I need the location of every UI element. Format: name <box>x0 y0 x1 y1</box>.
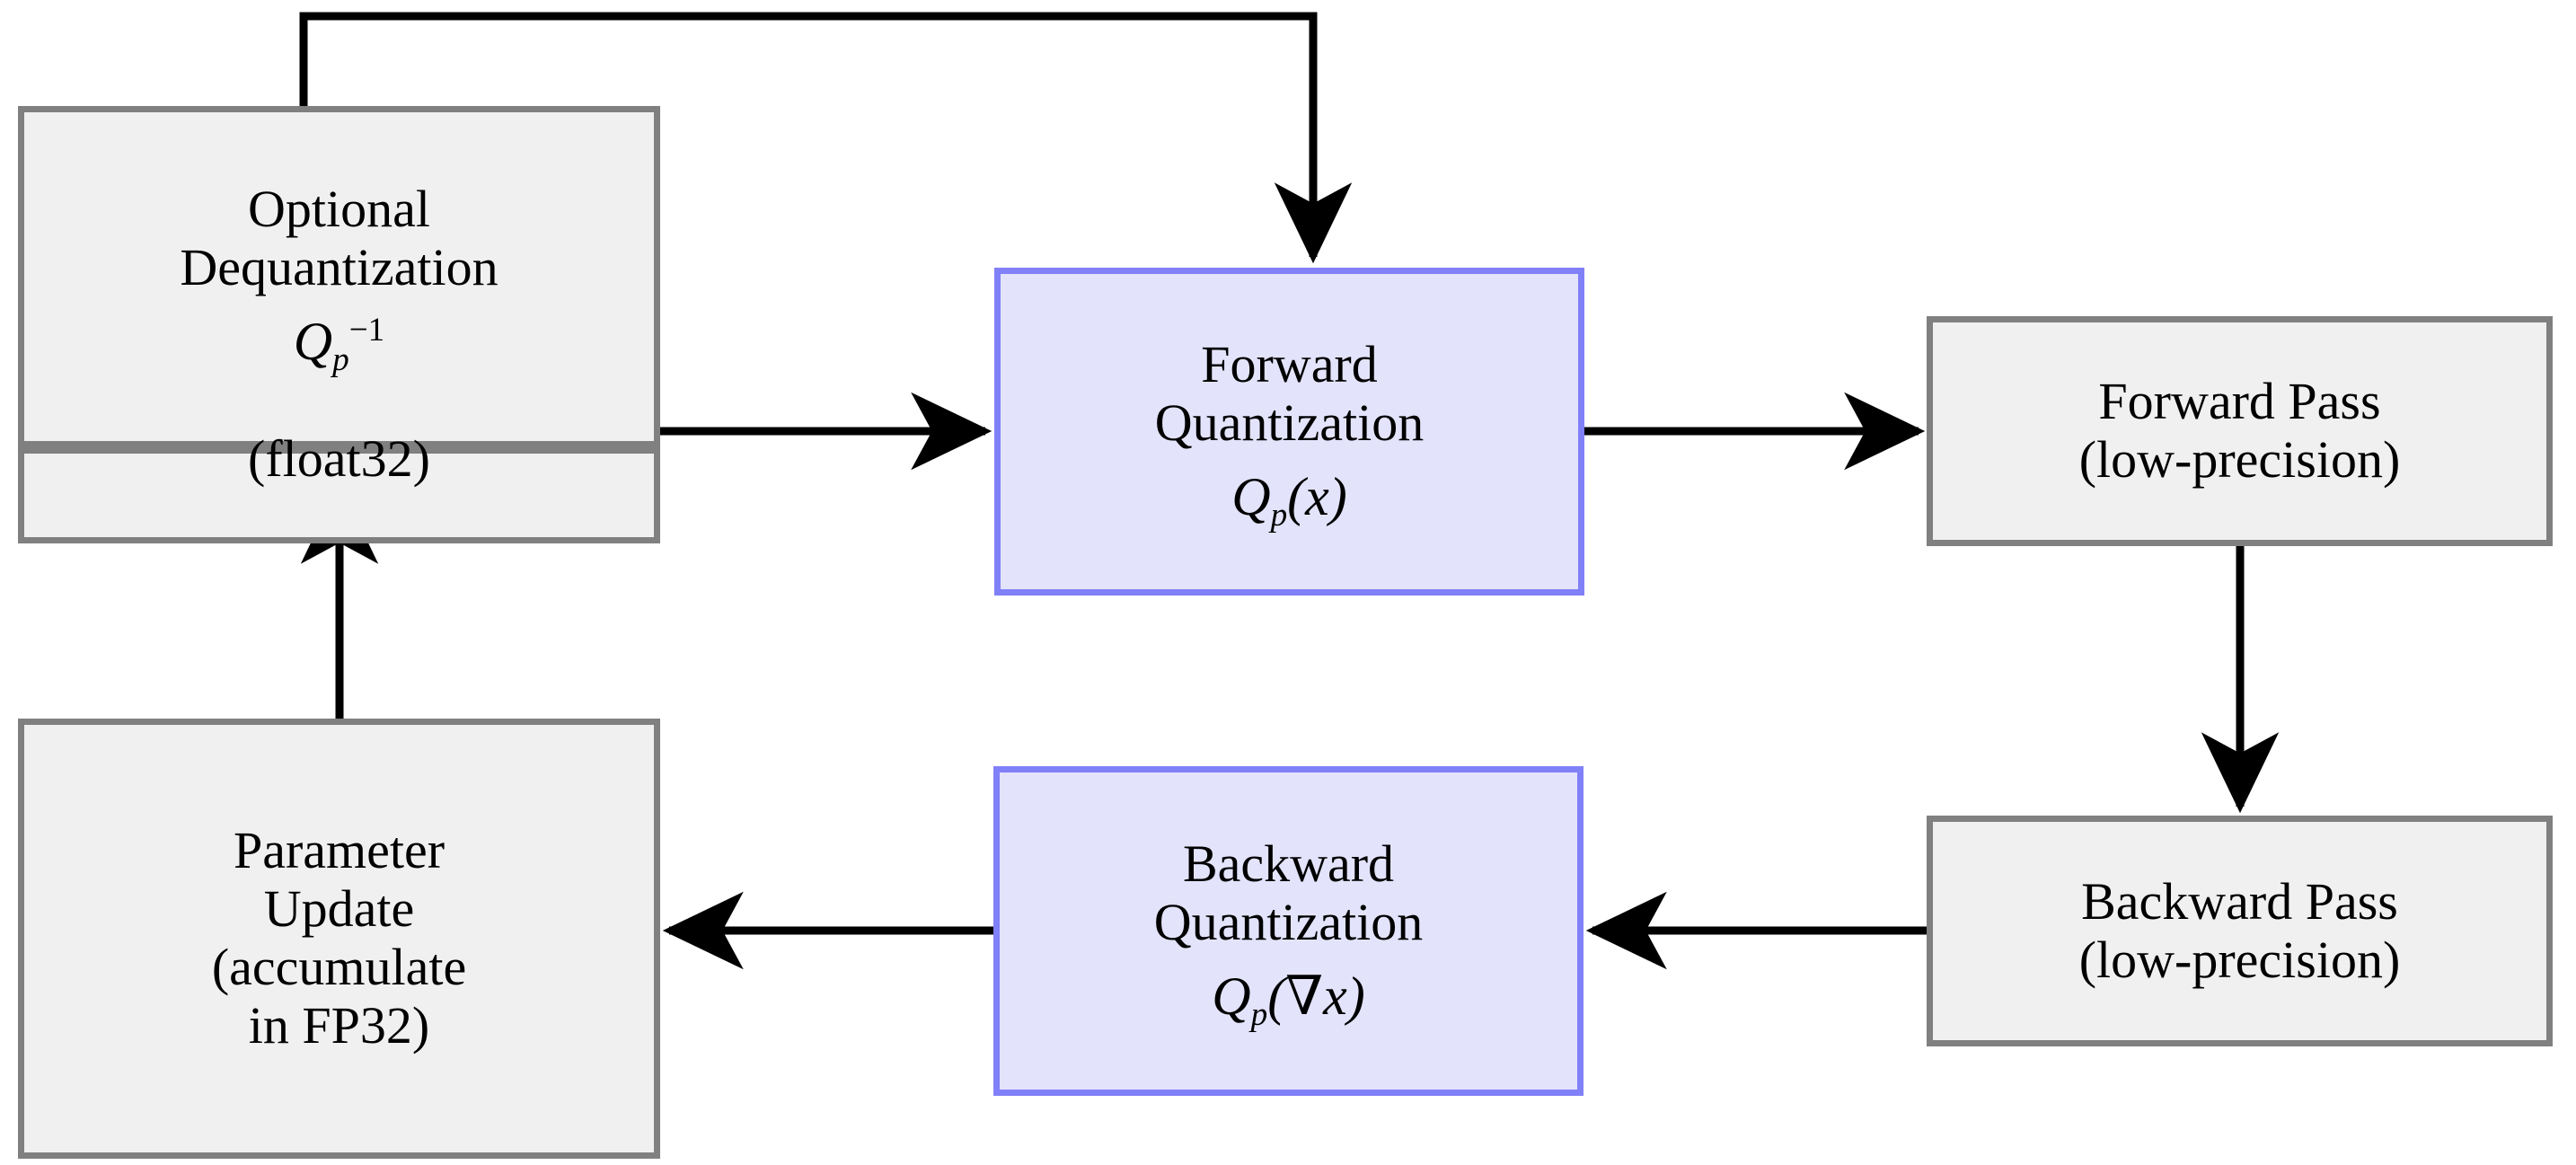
forward-pass-line-1: Forward Pass <box>2098 372 2381 431</box>
forward-quantization-line-1: Forward <box>1201 334 1378 393</box>
node-parameter-update[interactable]: Parameter Update (accumulate in FP32) <box>18 719 660 1159</box>
parameter-update-line-1: Parameter <box>233 821 446 880</box>
forward-quant-Q-symbol: Q <box>1231 466 1271 526</box>
backward-quantization-line-1: Backward <box>1182 834 1395 893</box>
backward-pass-line-1: Backward Pass <box>2081 871 2398 931</box>
forward-quant-argument: (x) <box>1287 466 1347 526</box>
dequant-p-subscript: p <box>332 341 349 379</box>
backward-quantization-formula: Qp(∇x) <box>1212 966 1365 1031</box>
node-optional-dequantization-overflow-shell <box>18 447 660 543</box>
backward-quant-argument: (∇x) <box>1267 966 1365 1026</box>
optional-dequantization-line-1: Optional <box>248 180 430 239</box>
parameter-update-line-4: in FP32) <box>248 995 430 1055</box>
node-optional-dequantization[interactable]: Optional Dequantization Qp−1 (float32) <box>18 106 660 488</box>
node-forward-quantization[interactable]: Forward Quantization Qp(x) <box>994 268 1584 596</box>
parameter-update-line-3: (accumulate <box>211 938 467 996</box>
backward-quantization-line-2: Quantization <box>1153 892 1424 951</box>
dequant-inverse-superscript: −1 <box>348 312 385 349</box>
backward-quant-p-subscript: p <box>1250 995 1268 1033</box>
optional-dequantization-formula: Qp−1 <box>293 312 385 376</box>
dequant-Q-symbol: Q <box>293 312 333 372</box>
forward-quantization-line-2: Quantization <box>1154 393 1425 452</box>
backward-pass-line-2: (low-precision) <box>2078 930 2401 989</box>
backward-quant-Q-symbol: Q <box>1212 966 1251 1026</box>
optional-dequantization-overflow-text: (float32) <box>248 429 430 488</box>
node-backward-pass[interactable]: Backward Pass (low-precision) <box>1927 816 2553 1046</box>
forward-quantization-formula: Qp(x) <box>1231 466 1347 532</box>
optional-dequantization-line-2: Dequantization <box>180 238 498 297</box>
node-forward-pass[interactable]: Forward Pass (low-precision) <box>1927 316 2553 546</box>
forward-pass-line-2: (low-precision) <box>2078 430 2401 489</box>
parameter-update-line-2: Update <box>263 879 415 939</box>
node-backward-quantization[interactable]: Backward Quantization Qp(∇x) <box>993 766 1584 1096</box>
forward-quant-p-subscript: p <box>1270 496 1288 534</box>
